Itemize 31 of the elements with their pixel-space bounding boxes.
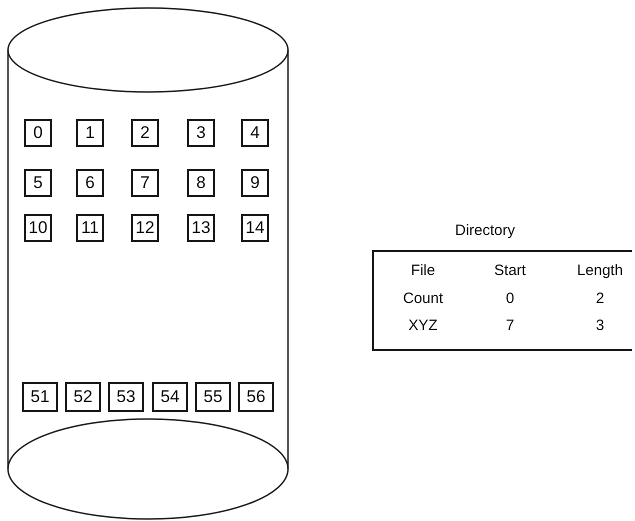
block-number: 14	[241, 214, 269, 242]
table-cell: 0	[506, 290, 514, 307]
table-cell: XYZ	[408, 317, 438, 334]
table-title: Directory	[455, 222, 515, 239]
block-number: 1	[76, 119, 104, 147]
block-number: 51	[22, 382, 58, 412]
table-cell: 7	[506, 317, 514, 334]
column-header: File	[410, 262, 436, 279]
block-number: 12	[131, 214, 159, 242]
block-number: 7	[131, 169, 159, 197]
block-number: 5	[24, 169, 52, 197]
block-number: 53	[108, 382, 144, 412]
block-number: 13	[187, 214, 215, 242]
block-number: 56	[238, 382, 274, 412]
table-cell: 3	[596, 317, 604, 334]
table-cell: Count	[402, 290, 444, 307]
block-number: 8	[187, 169, 215, 197]
block-number: 54	[152, 382, 188, 412]
block-number: 55	[195, 382, 231, 412]
block-number: 11	[76, 214, 104, 242]
block-number: 6	[76, 169, 104, 197]
block-number: 2	[131, 119, 159, 147]
block-number: 10	[24, 214, 52, 242]
block-number: 3	[187, 119, 215, 147]
column-header: Length	[577, 262, 623, 279]
table-cell: 2	[596, 290, 604, 307]
block-number: 52	[65, 382, 101, 412]
block-number: 0	[24, 119, 52, 147]
block-number: 4	[241, 119, 269, 147]
column-header: Start	[494, 262, 526, 279]
block-number: 9	[241, 169, 269, 197]
